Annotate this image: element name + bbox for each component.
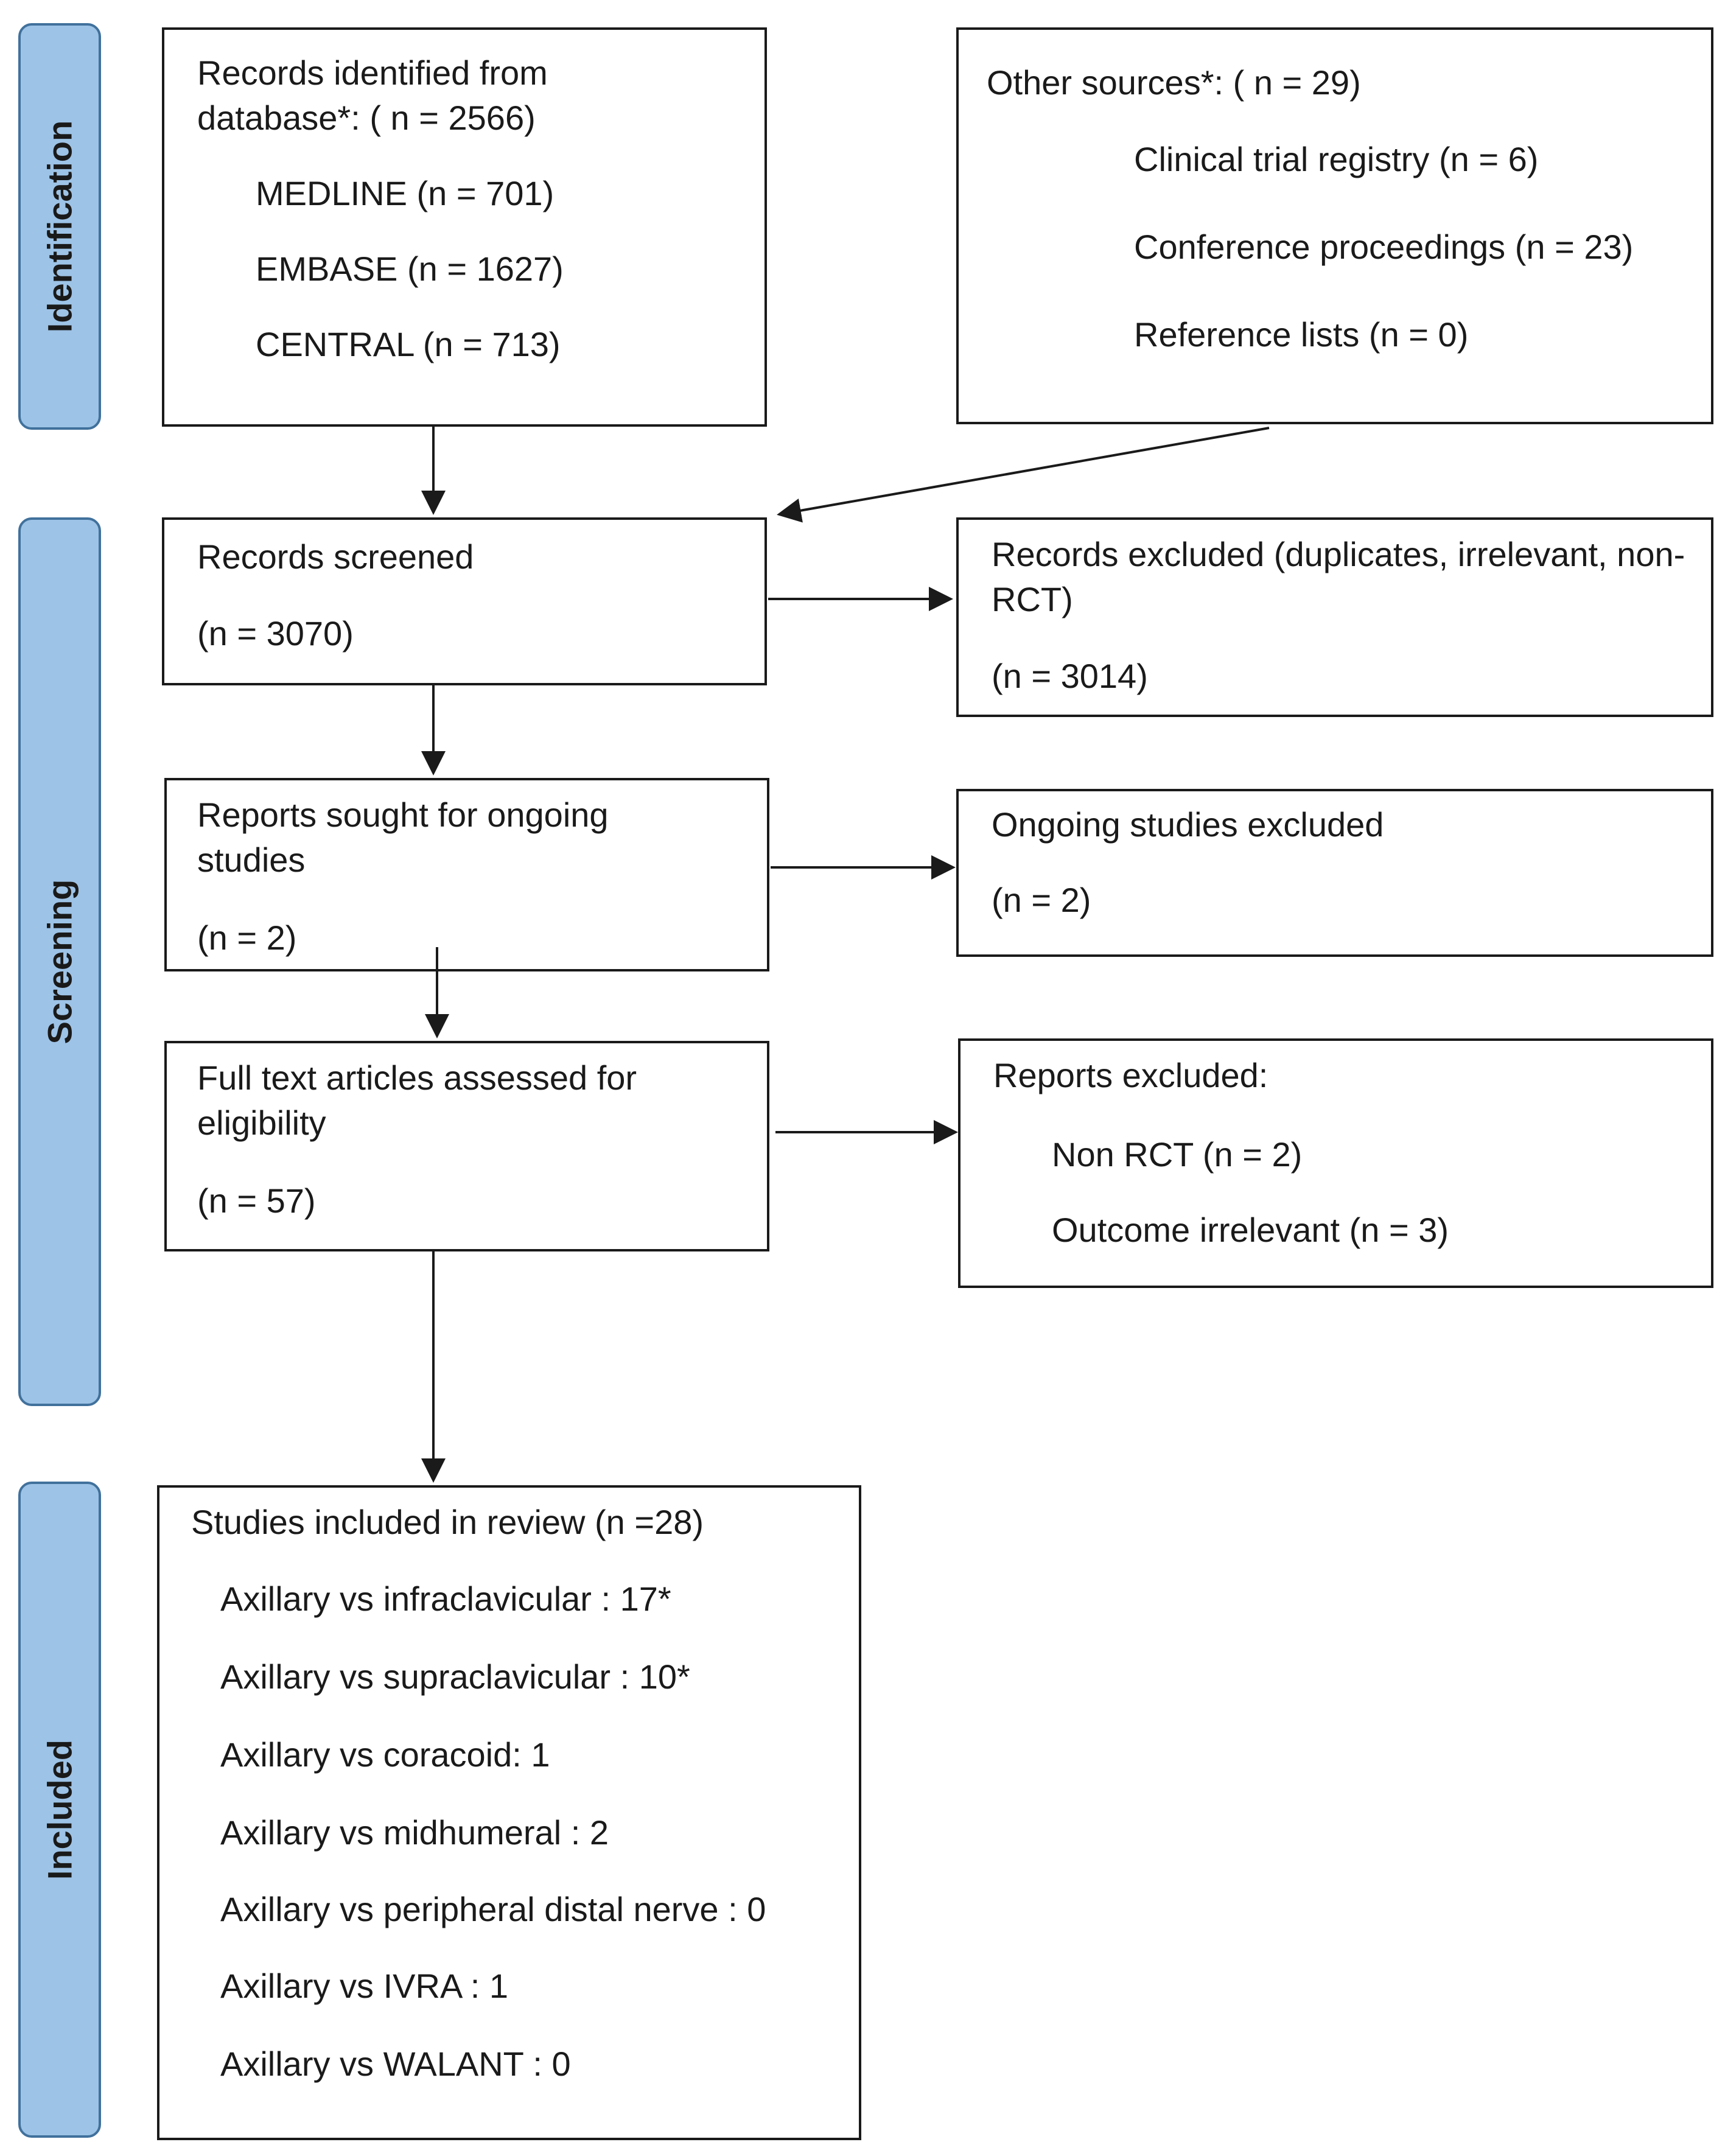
phase-identification: Identification [18, 23, 101, 430]
other-sources-title: Other sources*: ( n = 29) [987, 63, 1361, 102]
database-records-title: Records identified from database*: ( n =… [197, 54, 548, 137]
reports-excluded-item-non-rct: Non RCT (n = 2) [1052, 1135, 1303, 1174]
box-database-records: Records identified from database*: ( n =… [162, 27, 767, 427]
other-item-clinical-trial-registry: Clinical trial registry (n = 6) [1134, 140, 1539, 178]
box-studies-included: Studies included in review (n =28) Axill… [157, 1485, 861, 2140]
box-ongoing-excluded: Ongoing studies excluded (n = 2) [956, 789, 1713, 957]
included-item-midhumeral: Axillary vs midhumeral : 2 [220, 1813, 609, 1852]
included-item-walant: Axillary vs WALANT : 0 [220, 2045, 571, 2083]
reports-excluded-item-outcome-irrelevant: Outcome irrelevant (n = 3) [1052, 1211, 1449, 1249]
studies-included-title: Studies included in review (n =28) [191, 1503, 704, 1541]
fulltext-assessed-title: Full text articles assessed for eligibil… [197, 1059, 637, 1142]
records-screened-title: Records screened [197, 537, 474, 576]
database-item-central: CENTRAL (n = 713) [256, 325, 561, 363]
included-item-supraclavicular: Axillary vs supraclavicular : 10* [220, 1657, 690, 1696]
ongoing-excluded-title: Ongoing studies excluded [992, 805, 1384, 844]
reports-excluded-title: Reports excluded: [993, 1056, 1268, 1094]
included-item-ivra: Axillary vs IVRA : 1 [220, 1967, 509, 2005]
box-records-excluded: Records excluded (duplicates, irrelevant… [956, 517, 1713, 717]
fulltext-assessed-count: (n = 57) [197, 1181, 316, 1220]
ongoing-sought-title: Reports sought for ongoing studies [197, 796, 609, 879]
records-excluded-title: Records excluded (duplicates, irrelevant… [992, 535, 1685, 618]
database-item-medline: MEDLINE (n = 701) [256, 174, 555, 212]
box-ongoing-sought: Reports sought for ongoing studies (n = … [164, 778, 769, 971]
box-reports-excluded: Reports excluded: Non RCT (n = 2) Outcom… [958, 1038, 1713, 1288]
included-item-coracoid: Axillary vs coracoid: 1 [220, 1735, 550, 1774]
included-item-peripheral-distal-nerve: Axillary vs peripheral distal nerve : 0 [220, 1890, 766, 1928]
included-item-infraclavicular: Axillary vs infraclavicular : 17* [220, 1580, 671, 1618]
box-records-screened: Records screened (n = 3070) [162, 517, 767, 685]
arrow-other-to-screened [777, 427, 1270, 523]
other-item-reference-lists: Reference lists (n = 0) [1134, 315, 1469, 354]
ongoing-sought-count: (n = 2) [197, 919, 297, 957]
ongoing-excluded-count: (n = 2) [992, 881, 1091, 919]
other-item-conference-proceedings: Conference proceedings (n = 23) [1134, 228, 1634, 266]
box-fulltext-assessed: Full text articles assessed for eligibil… [164, 1041, 769, 1251]
phase-included: Included [18, 1482, 101, 2138]
records-screened-count: (n = 3070) [197, 614, 354, 653]
records-excluded-count: (n = 3014) [992, 657, 1148, 695]
database-item-embase: EMBASE (n = 1627) [256, 250, 564, 288]
box-other-sources: Other sources*: ( n = 29) Clinical trial… [956, 27, 1713, 424]
phase-screening: Screening [18, 517, 101, 1406]
